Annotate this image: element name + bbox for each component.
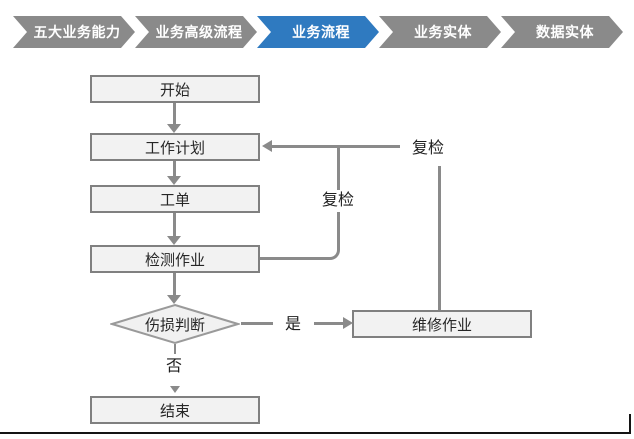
flow-node-start: 开始 (90, 75, 260, 103)
breadcrumb-step-business-process[interactable]: 业务流程 (257, 16, 379, 48)
flow-node-repair: 维修作业 (352, 310, 532, 338)
breadcrumb-step-advanced-process[interactable]: 业务高级流程 (135, 16, 257, 48)
breadcrumb-step-business-entity[interactable]: 业务实体 (379, 16, 501, 48)
recheck-inner-label: 复检 (318, 190, 359, 212)
arrowhead-start-to-plan-icon (167, 124, 181, 133)
connector-plan-to-order (173, 161, 176, 177)
connector-recheck-outer-vertical (438, 166, 441, 310)
decision-diamond-label: 伤损判断 (144, 316, 205, 334)
flow-node-work-plan: 工作计划 (90, 133, 260, 161)
recheck-outer-label: 复检 (408, 138, 449, 160)
flow-node-inspection: 检测作业 (90, 245, 260, 273)
no-label: 否 (162, 356, 187, 378)
connector-no-branch (174, 344, 176, 354)
decision-diamond-shape (110, 303, 240, 345)
arrowhead-order-to-inspection-icon (167, 236, 181, 245)
breadcrumb-step-capabilities[interactable]: 五大业务能力 (13, 16, 135, 48)
arrowhead-yes-branch-icon (343, 317, 353, 329)
arrowhead-plan-to-order-icon (167, 176, 181, 185)
connector-inspection-to-decision (173, 273, 176, 296)
arrowhead-no-branch-icon (170, 386, 180, 393)
connector-order-to-inspection (173, 213, 176, 237)
page-bottom-border (0, 432, 631, 434)
connector-start-to-plan (173, 103, 176, 125)
yes-label: 是 (281, 314, 306, 336)
page-right-border (629, 414, 631, 434)
flow-node-end: 结束 (90, 396, 260, 424)
flow-node-work-order: 工单 (90, 185, 260, 213)
arrowhead-inspection-to-decision-icon (167, 295, 181, 304)
arrowhead-recheck-icon (262, 140, 272, 152)
breadcrumb-step-data-entity[interactable]: 数据实体 (501, 16, 623, 48)
connector-yes-branch-seg1 (241, 322, 273, 325)
connector-yes-branch-seg2 (314, 322, 344, 325)
connector-recheck-horizontal (272, 145, 400, 148)
